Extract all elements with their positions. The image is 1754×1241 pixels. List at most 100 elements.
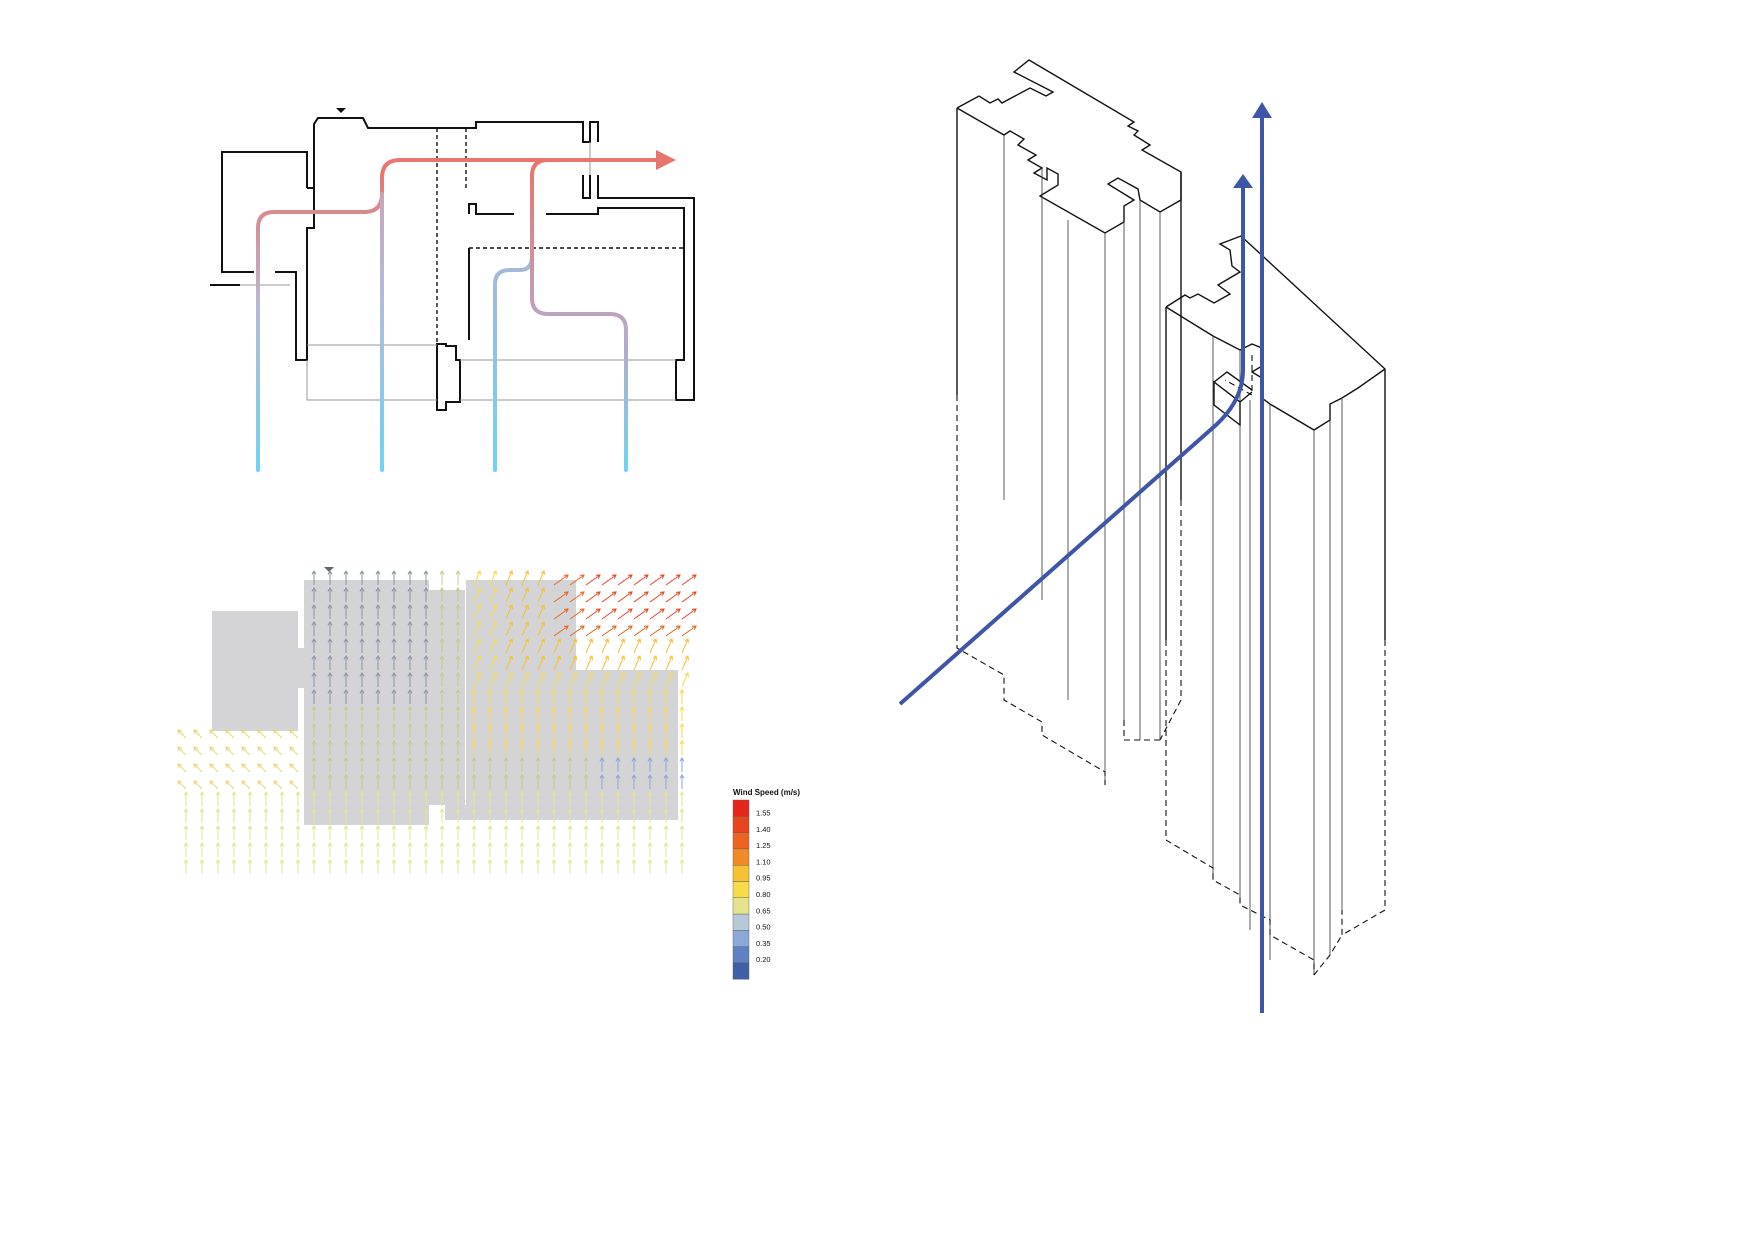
wind-vector-head [209,763,215,769]
wind-vector-head [279,825,285,830]
wind-vector-head [599,689,605,694]
wind-vector [569,625,585,637]
wind-vector [537,621,545,637]
wind-vector-head [636,655,642,661]
wind-vector-head [551,791,557,796]
wind-vector-head [684,672,690,678]
wind-vector-head [455,740,461,745]
legend-label: 1.40 [756,825,771,834]
wind-vector-head [595,591,601,596]
wind-vector-head [492,604,498,610]
legend-title: Wind Speed (m/s) [733,788,800,797]
wind-vector-head [359,604,365,609]
wind-vector-head [556,672,562,678]
wind-vector-head [311,706,317,711]
wind-vector-head [455,587,461,592]
wind-vector-head [327,842,333,847]
wind-vector-head [631,842,637,847]
wind-vector-head [540,672,546,678]
wind-vector-head [257,729,263,735]
wind-vector-head [375,672,381,677]
wind-vector [489,621,497,637]
wind-vector-head [620,638,626,644]
wind-vector-head [631,706,637,711]
wind-vector-head [423,638,429,643]
wind-vector-head [620,655,626,661]
wind-vector-head [679,774,685,779]
wind-vector-head [631,723,637,728]
wind-vector-head [343,774,349,779]
airflow-up-arrow-icon [1252,102,1272,118]
wind-vector-head [519,808,525,813]
wind-vector-head [563,608,569,613]
wind-vector-head [599,842,605,847]
legend-swatch [732,930,750,947]
wind-vector-head [588,655,594,661]
wind-vector-head [615,723,621,728]
wind-vector-head [471,689,477,694]
wind-vector [489,638,497,654]
wind-vector-head [615,740,621,745]
wind-vector-head [257,763,263,769]
wind-vector [289,746,299,756]
wind-vector-head [439,808,445,813]
wind-vector-head [471,740,477,745]
wind-vector-head [177,729,183,735]
wind-vector-head [375,655,381,660]
wind-vector-head [471,842,477,847]
wind-vector-head [455,570,461,575]
wind-vector-head [535,859,541,864]
wind-vector-head [663,808,669,813]
wind-vector-head [615,842,621,847]
wind-vector-head [563,591,569,596]
wind-vector-head [519,825,525,830]
wind-vector-head [193,780,199,786]
wind-vector-head [567,706,573,711]
wind-vector [505,638,513,654]
wind-vector [257,729,267,739]
wind-vector-head [375,825,381,830]
tower-left [956,59,1182,785]
wind-vector-head [289,729,295,735]
wind-vector-head [327,808,333,813]
wind-vector-head [572,672,578,678]
wind-vector-head [391,740,397,745]
wind-vector-head [327,757,333,762]
wind-vector-head [663,791,669,796]
wind-vector-head [668,655,674,661]
wind-vector-head [295,825,301,830]
wind-vector-head [595,574,601,579]
wind-vector-map [177,567,697,874]
wind-vector [537,570,545,586]
wind-vector-head [375,706,381,711]
wind-vector-head [423,621,429,626]
wind-vector-head [611,574,617,579]
wind-vector-head [439,774,445,779]
wind-vector-head [583,825,589,830]
airflow-path-1 [256,158,662,472]
wind-vector-head [455,723,461,728]
wind-vector-head [599,859,605,864]
wind-vector-head [540,638,546,644]
wind-vector-head [343,689,349,694]
wind-vector-head [183,791,189,796]
wind-vector-head [407,689,413,694]
wind-vector-head [295,842,301,847]
wind-vector-head [209,729,215,735]
wind-vector-head [599,757,605,762]
wind-vector-head [595,625,601,630]
wind-vector-head [273,729,279,735]
wind-vector [681,591,697,603]
wind-vector-head [631,740,637,745]
wind-vector [273,763,283,773]
wind-vector-head [263,808,269,813]
wind-vector-head [519,774,525,779]
wind-vector-head [567,791,573,796]
wind-vector-head [679,740,685,745]
legend-swatch [732,897,750,915]
wind-vector-head [241,746,247,752]
wind-vector-head [407,587,413,592]
wind-vector [617,625,633,637]
wind-vector-head [439,621,445,626]
wind-vector-head [551,808,557,813]
